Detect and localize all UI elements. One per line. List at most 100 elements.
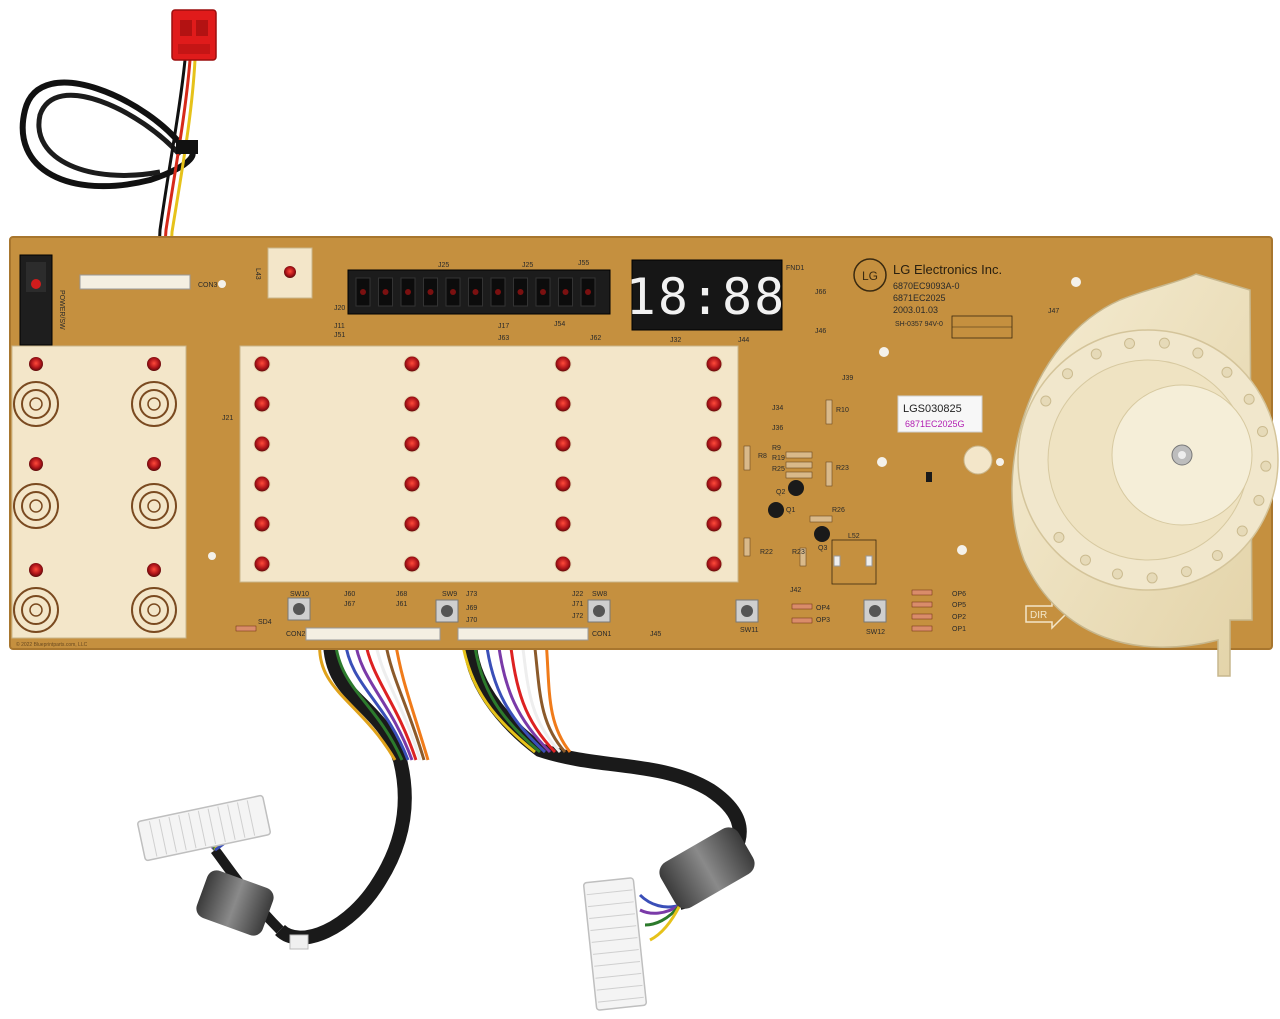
fnd1-label: FND1 <box>786 265 804 272</box>
silkscreen-labels: J20 J11 J51 J25 J25 J55 J17 J54 J62 J63 … <box>222 260 1059 638</box>
silk-j73: J73 <box>466 591 477 598</box>
l43-label: L43 <box>254 268 261 280</box>
silk-j68: J68 <box>396 591 407 598</box>
round-pad <box>963 445 993 475</box>
date-grid <box>951 315 1013 339</box>
led-indicator <box>403 475 421 493</box>
led-indicator <box>554 475 572 493</box>
silk-j11: J11 <box>334 323 345 330</box>
cycle-selector-knob[interactable] <box>1011 273 1279 677</box>
header-slot-led <box>472 289 479 295</box>
silk-j20: J20 <box>334 305 345 312</box>
resistor-array <box>743 399 833 567</box>
led-indicator <box>253 475 271 493</box>
led-indicator <box>403 515 421 533</box>
led-indicator <box>705 475 723 493</box>
svg-text:LG: LG <box>862 269 878 283</box>
silk-q1: Q1 <box>786 507 795 514</box>
led-indicator <box>403 395 421 413</box>
switch-sw10[interactable] <box>287 597 311 621</box>
silk-j25a: J25 <box>438 262 449 269</box>
left-harness-tie <box>289 934 309 950</box>
led-indicator <box>403 555 421 573</box>
spiral-button <box>13 587 59 633</box>
silk-j55: J55 <box>578 260 589 267</box>
part-number-1: 6870EC9093A-0 <box>893 281 960 291</box>
silk-op3: OP3 <box>816 617 830 624</box>
silk-j61: J61 <box>396 601 407 608</box>
led-indicator <box>253 395 271 413</box>
led-indicator <box>554 355 572 373</box>
silk-j62: J62 <box>590 335 601 342</box>
dial-detent <box>1111 568 1123 580</box>
silk-r23: R23 <box>836 465 849 472</box>
right-ferrite-core <box>659 827 755 909</box>
silk-op2: OP2 <box>952 614 966 621</box>
silk-j69: J69 <box>466 605 477 612</box>
silk-op5: OP5 <box>952 602 966 609</box>
power-switch[interactable] <box>19 254 53 346</box>
switch-sw8[interactable] <box>587 599 611 623</box>
silk-q2: Q2 <box>776 489 785 496</box>
header-slot-led <box>517 289 524 295</box>
display-digits: 18:88 <box>626 268 787 326</box>
led-indicator <box>253 515 271 533</box>
red-power-connector[interactable] <box>171 9 217 61</box>
left-ferrite-core <box>196 870 274 936</box>
main-led-panel <box>239 345 739 583</box>
silk-r23b: R23 <box>792 549 805 556</box>
con3-connector <box>79 274 191 290</box>
led-indicator <box>554 555 572 573</box>
inductor-l52 <box>831 539 877 585</box>
right-harness-plug[interactable] <box>582 877 648 1011</box>
silk-j70: J70 <box>466 617 477 624</box>
silk-r19: R19 <box>772 455 785 462</box>
silk-j44: J44 <box>738 337 749 344</box>
silk-j21: J21 <box>222 415 233 422</box>
sticker-code: LGS030825 <box>903 403 962 415</box>
dir-label: DIR <box>1030 610 1047 621</box>
part-sticker <box>897 395 983 433</box>
silk-l52: L52 <box>848 533 860 540</box>
silk-con1: CON1 <box>592 631 612 638</box>
dial-detent <box>1124 337 1136 349</box>
spiral-button <box>131 381 177 427</box>
silk-sd4: SD4 <box>258 619 272 626</box>
header-slot-led <box>495 289 501 295</box>
led-indicator <box>705 555 723 573</box>
header-slot-led <box>562 289 569 295</box>
led-indicator <box>29 357 43 371</box>
dial-detent <box>1158 337 1170 349</box>
spiral-button <box>13 483 59 529</box>
spiral-button <box>13 381 59 427</box>
led-indicator <box>705 395 723 413</box>
power-switch-label: POWER/SW <box>58 290 65 330</box>
dial-detent <box>1211 549 1223 561</box>
silk-j34: J34 <box>772 405 783 412</box>
dial-detent <box>1062 368 1074 380</box>
switch-sw12[interactable] <box>863 599 887 623</box>
sticker-part-number: 6871EC2025G <box>905 419 965 429</box>
header-slot-led <box>427 289 434 295</box>
date-code: 2003.01.03 <box>893 305 938 315</box>
silk-j63: J63 <box>498 335 509 342</box>
led-indicator <box>253 555 271 573</box>
header-slot-led <box>360 289 366 295</box>
left-harness-plug[interactable] <box>137 794 271 862</box>
dial-detent <box>1243 393 1255 405</box>
silk-j25b: J25 <box>522 262 533 269</box>
led-indicator <box>29 457 43 471</box>
dial-detent <box>1192 347 1204 359</box>
dir-arrow <box>1025 598 1068 630</box>
switch-sw11[interactable] <box>735 599 759 623</box>
con3-label: CON3 <box>198 282 218 289</box>
silk-r9: R9 <box>772 445 781 452</box>
silk-r26: R26 <box>832 507 845 514</box>
led-indicator <box>705 355 723 373</box>
switch-sw9[interactable] <box>435 599 459 623</box>
diodes <box>235 589 933 632</box>
silk-j46: J46 <box>815 328 826 335</box>
header-slot-led <box>450 289 456 295</box>
led-indicator <box>147 457 161 471</box>
